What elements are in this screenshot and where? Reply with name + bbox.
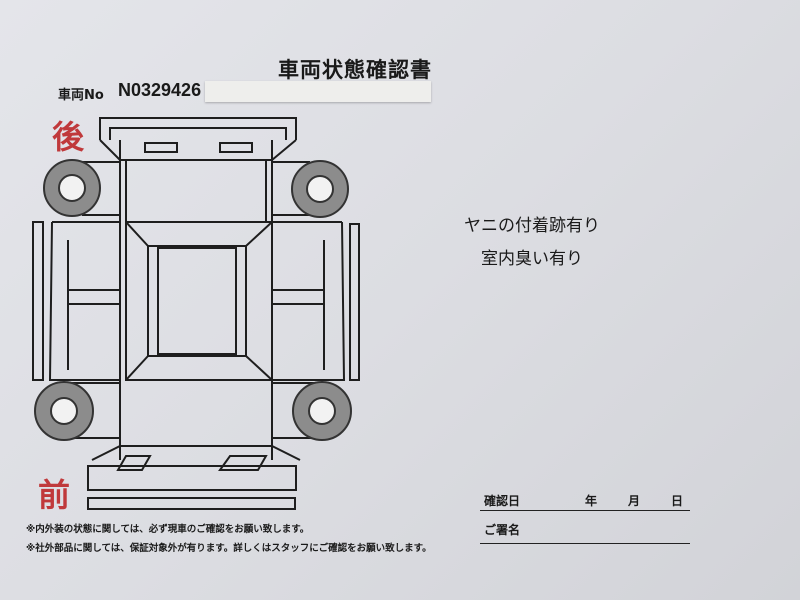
year-label: 年 (585, 494, 598, 508)
date-line (480, 510, 690, 511)
vehicle-no: N0329426 (118, 80, 202, 100)
redaction-sticker (205, 81, 431, 102)
cabin (125, 221, 273, 381)
footnote: ※内外装の状態に関しては、必ず現車のご確認をお願い致します。 (26, 524, 310, 535)
note-line: 室内臭い有り (481, 249, 583, 269)
document-title: 車両状態確認書 (278, 58, 432, 82)
front-bumper (87, 465, 297, 510)
month-label: 月 (628, 494, 641, 508)
rear-bumper (99, 117, 297, 153)
signature-label: ご署名 (484, 523, 521, 537)
rear-label: 後 (52, 118, 85, 156)
vehicle-no-label: 車両No (58, 88, 104, 103)
footnote: ※社外部品に関しては、保証対象外が有ります。詳しくはスタッフにご確認をお願い致し… (26, 543, 432, 554)
day-label: 日 (671, 494, 684, 508)
side-mirrors (32, 221, 360, 381)
signature-line (480, 543, 690, 544)
car-body-outline (48, 139, 346, 471)
front-label: 前 (38, 476, 71, 514)
note-line: ヤニの付着跡有り (464, 216, 600, 236)
wheel-icons (34, 159, 352, 441)
confirm-date-label: 確認日 (484, 494, 521, 508)
